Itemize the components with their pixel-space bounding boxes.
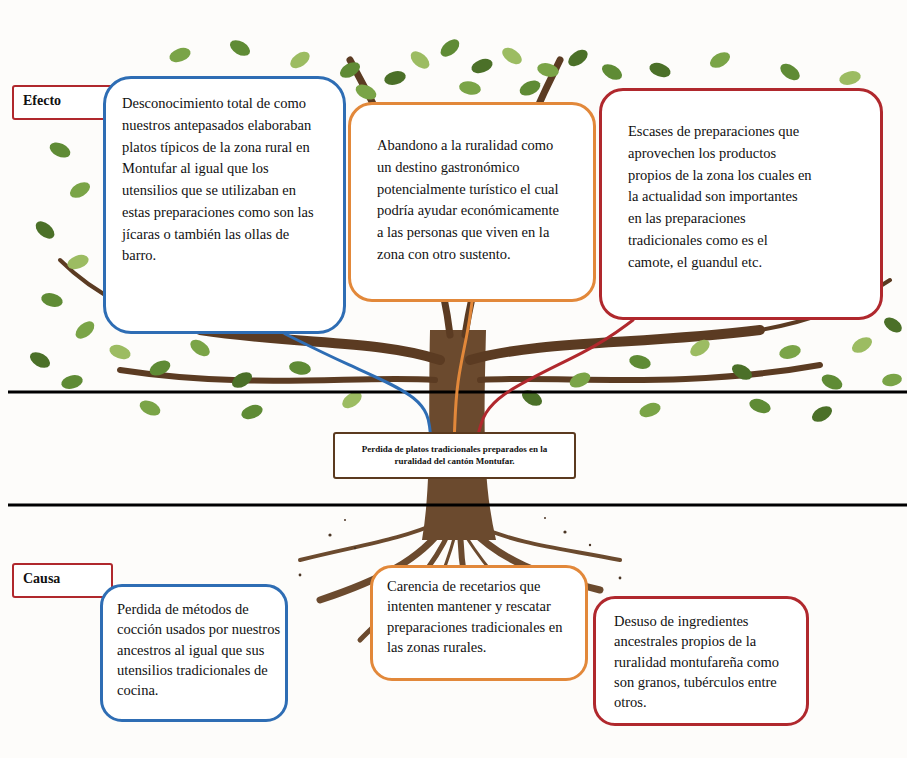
leaf — [881, 314, 904, 335]
text-block: Desuso de ingredientes ancestrales propi… — [614, 611, 798, 712]
problem-box: Perdida de platos tradicionales preparad… — [333, 432, 576, 479]
branch-connector — [479, 320, 633, 432]
branches — [60, 60, 890, 381]
box-text: Desuso de ingredientes ancestrales propi… — [614, 611, 798, 712]
leaf — [40, 291, 65, 309]
soil-dot — [619, 577, 622, 580]
leaf — [167, 45, 192, 65]
branch-connector — [455, 302, 473, 432]
text-block: Perdida de platos tradicionales preparad… — [344, 444, 566, 467]
leaf — [383, 69, 408, 87]
cause-box: Carencia de recetarios que intenten mant… — [370, 565, 588, 681]
box-text: Abandono a la ruralidad como un destino … — [377, 135, 569, 266]
leaf — [517, 77, 542, 98]
effect-box: Escases de preparaciones que aprovechen … — [599, 88, 883, 320]
leaf — [147, 357, 172, 378]
soil-dot — [299, 574, 302, 577]
box-text: Desconocimiento total de como nuestros a… — [122, 93, 318, 267]
text-block: Desconocimiento total de como nuestros a… — [122, 93, 318, 267]
section-label: Causa — [12, 563, 113, 598]
branch — [120, 370, 435, 381]
leaf — [567, 369, 592, 390]
leaf — [288, 360, 312, 377]
box-text: Perdida de platos tradicionales preparad… — [344, 444, 566, 467]
section-label: Efecto — [12, 85, 113, 120]
leaf — [687, 336, 712, 359]
leaf — [458, 80, 482, 97]
foliage — [27, 36, 904, 425]
leaf — [337, 59, 363, 81]
text-block: Causa — [23, 570, 103, 588]
leaf — [819, 371, 844, 392]
leaf — [565, 46, 590, 69]
leaf — [707, 49, 733, 71]
leaf — [107, 342, 132, 362]
leaf — [65, 252, 90, 272]
leaf — [27, 349, 53, 371]
leaf — [47, 139, 72, 160]
leaf — [747, 396, 772, 416]
leaf — [229, 369, 255, 391]
effect-box: Desconocimiento total de como nuestros a… — [103, 76, 346, 334]
leaf — [628, 353, 653, 371]
leaf — [239, 402, 264, 422]
leaf — [809, 403, 835, 425]
leaf — [536, 61, 561, 79]
box-text: Perdida de métodos de cocción usados por… — [117, 599, 281, 700]
soil-dot — [563, 530, 566, 533]
leaf — [499, 44, 524, 67]
leaf — [32, 218, 57, 242]
leaf — [519, 387, 545, 409]
soil-dot — [589, 544, 591, 546]
text-block: Escases de preparaciones que aprovechen … — [628, 121, 814, 273]
leaf — [437, 36, 462, 60]
branch-connector — [285, 334, 430, 432]
leaf — [599, 61, 625, 83]
text-block: Carencia de recetarios que intenten mant… — [387, 576, 573, 657]
leaf — [227, 37, 253, 59]
branch — [200, 330, 440, 360]
section-label-text: Causa — [23, 570, 103, 588]
cause-box: Desuso de ingredientes ancestrales propi… — [593, 596, 809, 726]
text-block: Perdida de métodos de cocción usados por… — [117, 599, 281, 700]
text-block: Efecto — [23, 92, 103, 110]
soil-dot — [544, 517, 546, 519]
leaf — [353, 81, 378, 102]
divider-lines — [8, 392, 907, 505]
leaf — [881, 372, 903, 387]
leaf — [647, 60, 672, 80]
leaf — [407, 48, 432, 72]
text-block: Abandono a la ruralidad como un destino … — [377, 135, 569, 266]
leaf — [60, 373, 85, 391]
trunk-and-branches — [60, 60, 890, 540]
leaf — [469, 56, 494, 76]
divider-line — [8, 504, 907, 507]
leaf — [777, 60, 802, 83]
leaf — [637, 400, 662, 420]
leaf — [137, 397, 162, 418]
soil-dot — [344, 519, 346, 521]
section-label-text: Efecto — [23, 92, 103, 110]
leaf — [838, 69, 863, 87]
root — [475, 525, 620, 560]
effect-box: Abandono a la ruralidad como un destino … — [348, 102, 596, 302]
cause-box: Perdida de métodos de cocción usados por… — [100, 584, 288, 722]
root — [300, 522, 440, 560]
leaf — [72, 318, 97, 342]
box-text: Escases de preparaciones que aprovechen … — [628, 121, 814, 273]
box-text: Carencia de recetarios que intenten mant… — [387, 576, 573, 657]
leaf — [849, 334, 875, 356]
leaf — [287, 48, 312, 71]
leaf — [729, 361, 755, 383]
soil-dot — [328, 533, 331, 536]
leaf — [67, 179, 93, 201]
leaf — [778, 343, 803, 361]
leaf — [187, 336, 212, 359]
soil-dot — [354, 547, 356, 549]
